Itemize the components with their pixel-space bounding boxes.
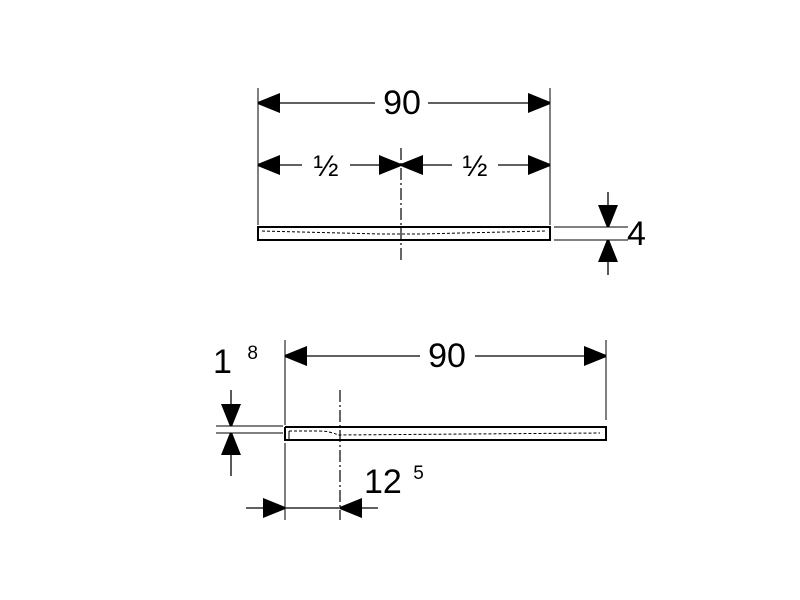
top-half-left-label: ½ — [313, 150, 338, 183]
top-plate — [257, 226, 551, 241]
side-height-label: 1 8 — [213, 343, 258, 381]
side-height-sup: 8 — [247, 343, 258, 364]
side-height-main: 1 — [213, 343, 232, 381]
side-offset-label: 12 5 — [364, 463, 424, 501]
top-thickness-label: 4 — [627, 215, 646, 253]
side-width-label: 90 — [428, 337, 466, 375]
side-plate-hidden-slope — [289, 430, 601, 436]
top-width-label: 90 — [383, 84, 421, 122]
side-offset-sup: 5 — [413, 463, 424, 484]
side-plate — [284, 426, 607, 441]
top-plate-hidden-slope — [261, 230, 546, 235]
top-half-right-label: ½ — [462, 150, 487, 183]
side-offset-main: 12 — [364, 463, 402, 501]
side-view: 90 1 8 12 5 — [213, 337, 607, 520]
top-view: 90 ½ ½ 4 — [257, 84, 646, 275]
